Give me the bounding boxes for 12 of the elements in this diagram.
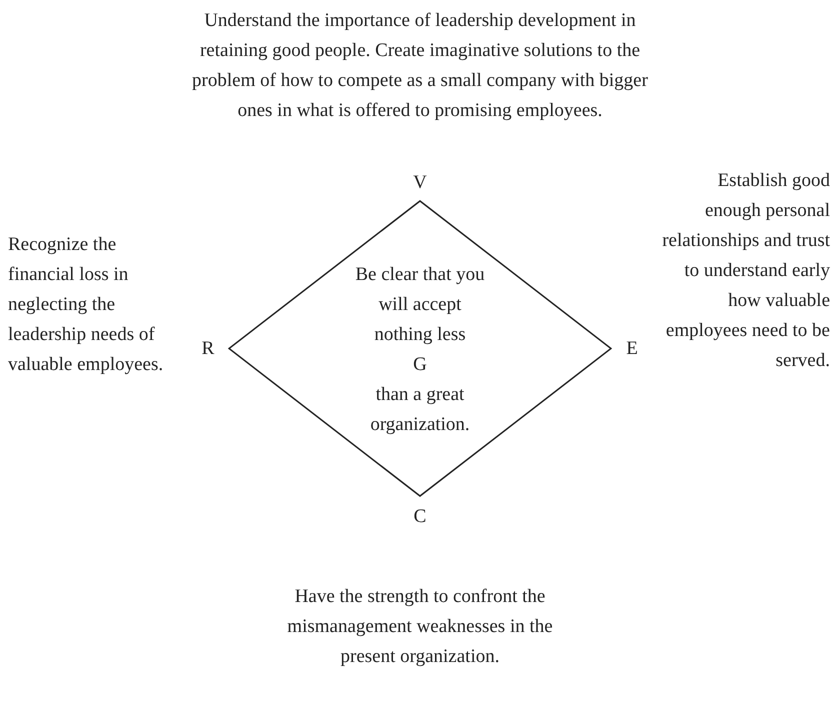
statement-text: than a great organization. (369, 383, 471, 437)
note-text: Establish good enough personal relationships and trust to understand early how valuable employees need to be served. (661, 169, 830, 373)
corner-letter: E (625, 337, 639, 361)
note-text: Recognize the financial loss in neglecting the leadership needs of valuable employees. (8, 233, 164, 377)
statement-text: Be clear that you will accept nothing less (355, 263, 485, 347)
note-text: Have the strength to confront the mismanagement weaknesses in the present organization. (286, 585, 554, 669)
center-letter: G (413, 353, 427, 377)
diamond-shape (228, 200, 612, 497)
note-text: Understand the importance of leadership development in retaining good people. Create imaginative solutions to the problem of how to compete as a small company with bigger ones in what is offered to promising employees. (191, 9, 649, 123)
corner-letter: C (412, 505, 428, 529)
corner-letter: R (200, 337, 216, 361)
corner-letter: V (412, 171, 428, 195)
